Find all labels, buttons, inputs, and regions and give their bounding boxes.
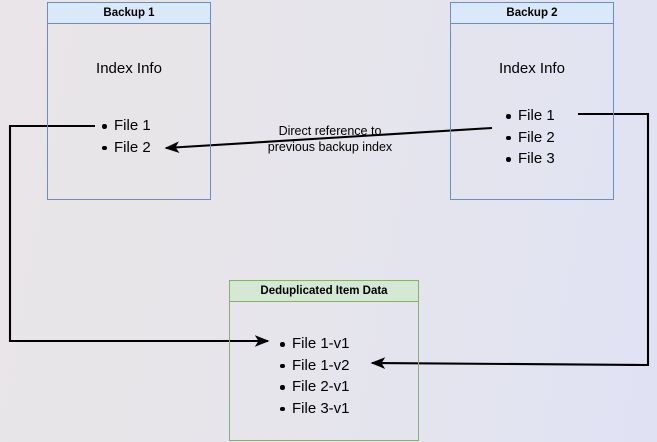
list-item: File 3 (504, 148, 555, 170)
node-backup2-section-label: Index Info (499, 60, 565, 77)
list-item: File 1-v2 (278, 355, 350, 377)
node-backup1[interactable]: Backup 1 Index Info File 1 File 2 (47, 2, 211, 200)
list-item: File 2-v1 (278, 376, 350, 398)
edge-label-direct-reference: Direct reference to previous backup inde… (267, 124, 393, 154)
node-dedup-body: File 1-v1 File 1-v2 File 2-v1 File 3-v1 (230, 302, 418, 440)
node-dedup-header: Deduplicated Item Data (230, 281, 418, 302)
node-deduplicated-item-data[interactable]: Deduplicated Item Data File 1-v1 File 1-… (229, 280, 419, 441)
node-dedup-item-list: File 1-v1 File 1-v2 File 2-v1 File 3-v1 (278, 333, 350, 419)
list-item: File 1 (504, 105, 555, 127)
list-item: File 2 (504, 127, 555, 149)
node-backup2-item-list: File 1 File 2 File 3 (504, 105, 555, 170)
node-backup1-section-label: Index Info (96, 60, 162, 77)
node-backup1-item-list: File 1 File 2 (100, 115, 151, 158)
node-backup1-body: Index Info File 1 File 2 (48, 24, 210, 199)
node-backup2-body: Index Info File 1 File 2 File 3 (451, 24, 613, 199)
node-backup2[interactable]: Backup 2 Index Info File 1 File 2 File 3 (450, 2, 614, 200)
list-item: File 1-v1 (278, 333, 350, 355)
list-item: File 3-v1 (278, 398, 350, 420)
node-backup1-header: Backup 1 (48, 3, 210, 24)
list-item: File 1 (100, 115, 151, 137)
node-backup2-header: Backup 2 (451, 3, 613, 24)
list-item: File 2 (100, 137, 151, 159)
